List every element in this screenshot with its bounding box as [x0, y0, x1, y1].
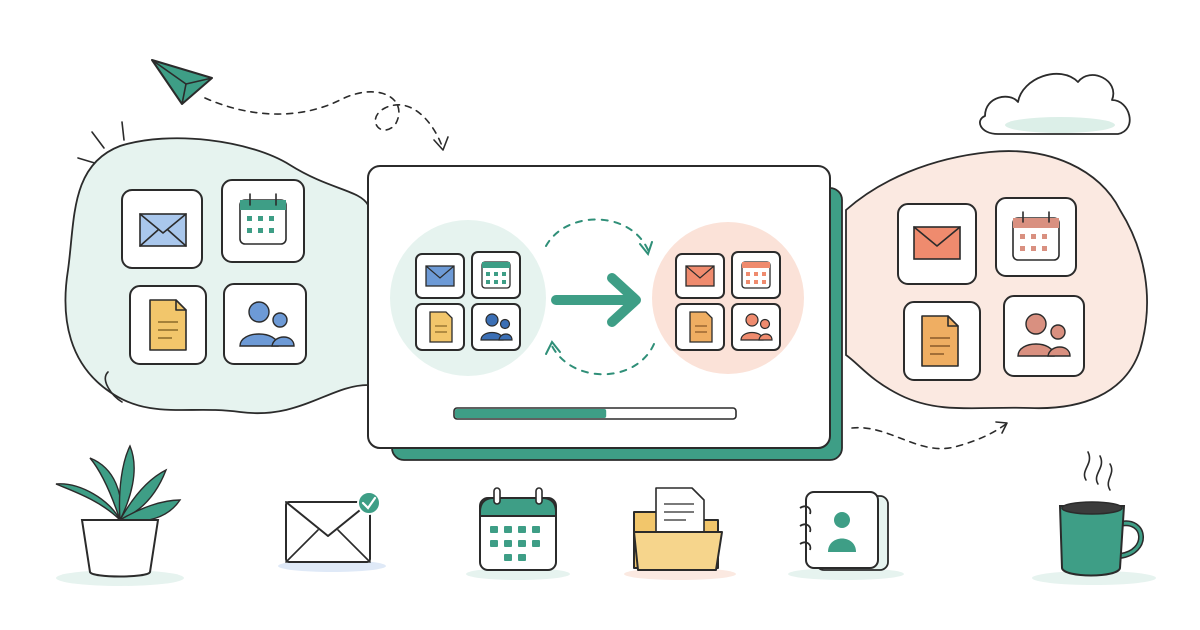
source-apps-blob [64, 137, 369, 415]
sync-arrow-icon [551, 273, 641, 327]
progress-fill [455, 409, 607, 418]
source-contacts-icon [223, 283, 307, 365]
sync-arc-bottom [551, 343, 655, 376]
panel-target-calendar-icon [731, 251, 781, 299]
target-mail-icon [897, 203, 977, 285]
plane-trail [204, 91, 443, 147]
address-book-icon [788, 491, 904, 580]
panel-source-mail-icon [415, 253, 465, 299]
source-calendar-icon [221, 179, 305, 263]
panel-source-calendar-icon [471, 251, 521, 299]
coffee-mug-icon [1032, 451, 1156, 585]
target-apps-blob [845, 150, 1148, 410]
panel-to-target-trail [851, 423, 1007, 450]
progress-bar [453, 407, 737, 420]
target-document-icon [903, 301, 981, 381]
sync-panel [367, 165, 843, 461]
cloud-icon [979, 72, 1131, 135]
source-mail-icon [121, 189, 203, 269]
panel-source-group [390, 220, 546, 376]
plant [55, 444, 184, 586]
paper-plane-icon [151, 59, 213, 105]
folder-icon [624, 487, 736, 580]
trail-arrowhead [433, 136, 449, 151]
panel-target-mail-icon [675, 253, 725, 299]
trail-arrowhead-right [995, 421, 1008, 434]
panel-target-group [652, 222, 804, 374]
panel-target-contacts-icon [731, 303, 781, 351]
mail-with-check-icon [278, 491, 386, 572]
sync-arc-top [545, 218, 649, 251]
target-contacts-icon [1003, 295, 1085, 377]
source-document-icon [129, 285, 207, 365]
target-calendar-icon [995, 197, 1077, 277]
panel-target-document-icon [675, 303, 725, 351]
panel-source-contacts-icon [471, 303, 521, 351]
panel-source-document-icon [415, 303, 465, 351]
calendar-icon [466, 487, 570, 580]
